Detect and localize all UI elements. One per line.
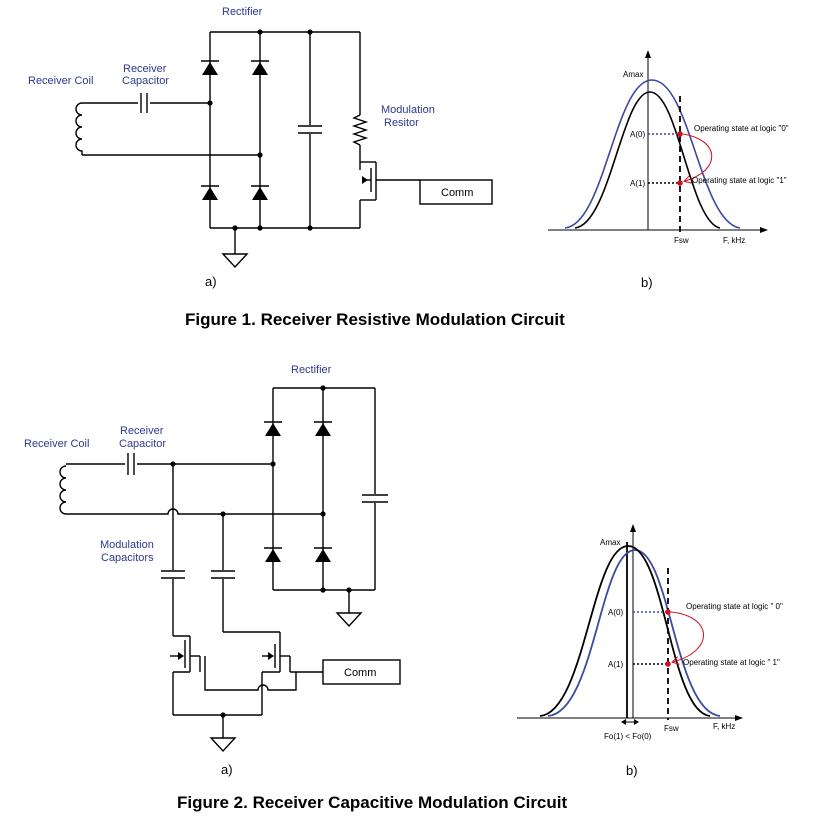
amax-label: Amax — [623, 70, 643, 79]
receiver-coil-symbol — [75, 102, 83, 155]
modulation-capacitors-symbol — [161, 464, 235, 636]
comm-label: Comm — [441, 187, 473, 199]
receiver-coil-label-2: Receiver Coil — [24, 438, 89, 450]
modulation-transistor-symbol — [360, 168, 420, 201]
curve2-logic1 — [539, 545, 711, 717]
state1-label-2: Operating state at logic " 1" — [683, 658, 780, 667]
receiver-coil-symbol-2 — [59, 465, 67, 515]
xaxis-label-2: F, kHz — [713, 722, 735, 731]
ground-symbol-3 — [209, 737, 237, 753]
modulation-transistors-symbol — [170, 631, 323, 715]
modulation-capacitors-label-2: Capacitors — [101, 552, 154, 564]
curve-logic0 — [564, 79, 741, 229]
fo-label: Fo(1) < Fo(0) — [604, 732, 652, 741]
a0-label-2: A(0) — [608, 608, 623, 617]
figure1-plot — [548, 50, 768, 233]
a1-label-2: A(1) — [608, 660, 623, 669]
receiver-capacitor-label: Receiver — [123, 63, 167, 75]
comm-label-2: Comm — [344, 667, 376, 679]
figure1-sublabel-b: b) — [641, 275, 653, 290]
receiver-capacitor-symbol — [140, 93, 148, 113]
modulation-capacitors-label: Modulation — [100, 539, 154, 551]
ground-symbol — [221, 253, 249, 269]
receiver-capacitor-label-3: Receiver — [120, 425, 164, 437]
xaxis-label: F, kHz — [723, 236, 745, 245]
figure2-caption: Figure 2. Receiver Capacitive Modulation… — [177, 793, 567, 812]
amax-label-2: Amax — [600, 538, 620, 547]
modulation-resistor-label: Modulation — [381, 104, 435, 116]
figure2-circuit — [59, 385, 401, 753]
figure2-plot — [517, 524, 743, 725]
figure2-sublabel-b: b) — [626, 763, 638, 778]
receiver-capacitor-label-4: Capacitor — [119, 438, 166, 450]
figure1-circuit — [75, 29, 493, 269]
rectifier-diodes — [201, 60, 269, 200]
comm-box-2 — [322, 659, 401, 685]
modulation-resistor-symbol — [351, 114, 369, 146]
rectifier-diodes-2 — [264, 421, 332, 562]
comm-box — [419, 179, 493, 205]
figure1-sublabel-a: a) — [205, 274, 217, 289]
fsw-label: Fsw — [674, 236, 689, 245]
a1-label: A(1) — [630, 179, 645, 188]
rectifier-label: Rectifier — [222, 6, 263, 18]
receiver-capacitor-symbol-2 — [127, 453, 135, 475]
figure2-sublabel-a: a) — [221, 762, 233, 777]
rectifier-label-2: Rectifier — [291, 364, 332, 376]
receiver-capacitor-label-2: Capacitor — [122, 75, 169, 87]
state1-label: Operating state at logic "1" — [692, 176, 787, 185]
fsw-label-2: Fsw — [664, 724, 679, 733]
ground-symbol-2 — [335, 612, 363, 628]
state0-label: Operating state at logic "0" — [694, 124, 789, 133]
state0-label-2: Operating state at logic " 0" — [686, 602, 783, 611]
figure1-caption: Figure 1. Receiver Resistive Modulation … — [185, 310, 565, 329]
modulation-resistor-label-2: Resitor — [384, 117, 419, 129]
a0-label: A(0) — [630, 130, 645, 139]
receiver-coil-label: Receiver Coil — [28, 75, 93, 87]
curve-logic1 — [574, 91, 721, 229]
curve2-logic0 — [547, 549, 721, 717]
